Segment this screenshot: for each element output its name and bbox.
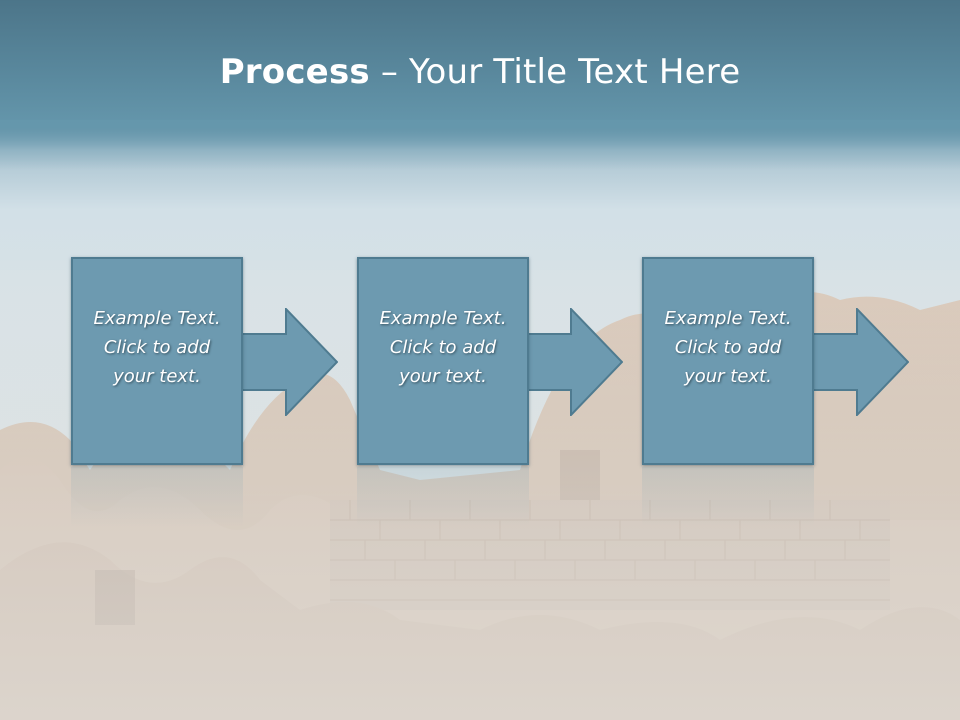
arrow-right-icon (811, 308, 909, 416)
process-step-text: Example Text. Click to add your text. (664, 307, 792, 387)
slide-title[interactable]: Process – Your Title Text Here (0, 52, 960, 92)
background-rock-landscape (0, 270, 960, 720)
title-rest: – Your Title Text Here (369, 52, 741, 92)
process-step-text: Example Text. Click to add your text. (93, 307, 221, 387)
arrow-right-icon (240, 308, 338, 416)
process-step-text: Example Text. Click to add your text. (379, 307, 507, 387)
header-fade (0, 120, 960, 170)
title-bold: Process (219, 52, 370, 92)
box-reflection (71, 467, 243, 527)
process-step-box[interactable]: Example Text. Click to add your text. (642, 257, 814, 465)
header-band (0, 0, 960, 128)
box-reflection (357, 467, 529, 527)
box-reflection (642, 467, 814, 527)
process-step-box[interactable]: Example Text. Click to add your text. (71, 257, 243, 465)
arrow-right-icon (525, 308, 623, 416)
process-step-box[interactable]: Example Text. Click to add your text. (357, 257, 529, 465)
